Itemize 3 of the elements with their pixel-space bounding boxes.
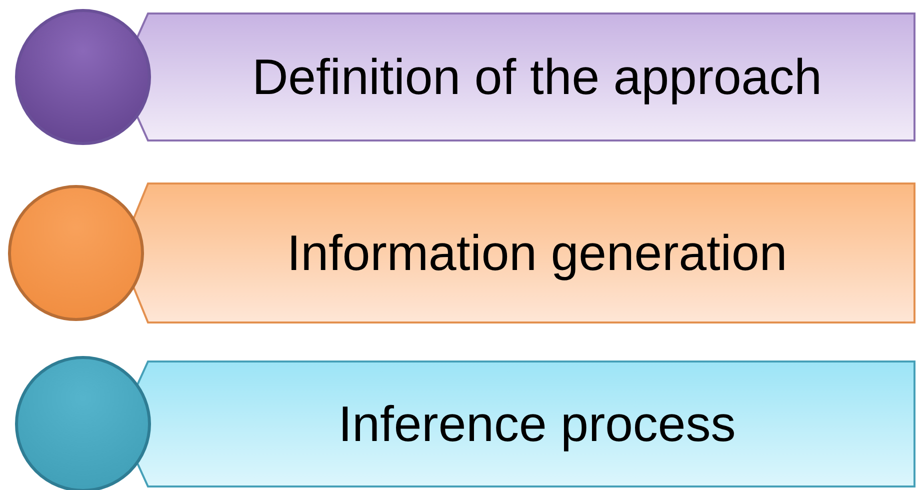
step-label: Definition of the approach: [252, 48, 822, 106]
step-label: Information generation: [286, 224, 788, 282]
step-label: Inference process: [338, 395, 736, 453]
